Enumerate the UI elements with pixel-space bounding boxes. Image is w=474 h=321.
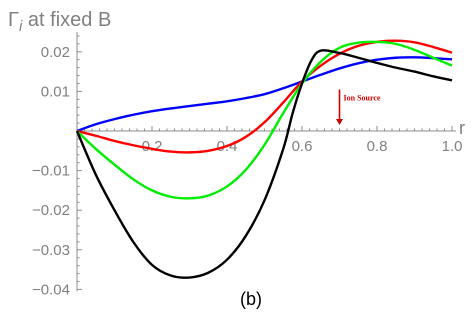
panel-caption: (b) — [240, 289, 262, 309]
y-tick-label: −0.01 — [32, 163, 70, 180]
series-line-3 — [76, 40, 453, 200]
x-tick-label: 0.8 — [367, 138, 388, 155]
x-axis-label: r — [459, 118, 465, 138]
annotation-layer: Ion Source — [336, 89, 381, 126]
x-tick-label: 0.6 — [292, 138, 313, 155]
y-tick-label: −0.02 — [32, 202, 70, 219]
series-line-1 — [76, 56, 453, 133]
y-tick-label: −0.04 — [32, 281, 70, 298]
series-line-4 — [75, 49, 453, 279]
y-tick-label: 0.01 — [41, 83, 70, 100]
y-tick-label: 0.02 — [41, 44, 70, 61]
x-tick-label: 1.0 — [442, 138, 463, 155]
ion-source-arrowhead — [336, 119, 343, 126]
chart-title: Γi at fixed B — [8, 9, 111, 35]
ion-source-label: Ion Source — [344, 93, 381, 102]
y-tick-label: −0.03 — [32, 242, 70, 259]
series-layer — [75, 39, 453, 279]
series-line-2 — [76, 39, 453, 154]
